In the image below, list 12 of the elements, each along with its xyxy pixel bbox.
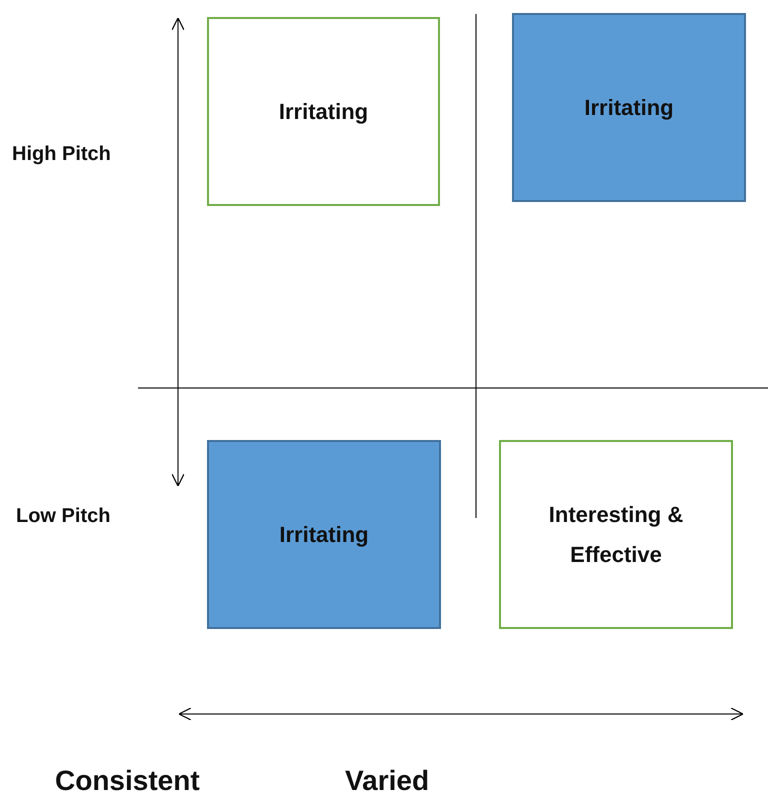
filled-quadrant-box	[512, 13, 746, 202]
quadrant-box	[499, 440, 733, 629]
axis-label: High Pitch	[12, 143, 111, 166]
axis-label: Low Pitch	[16, 505, 110, 528]
axis-label: Consistent	[55, 765, 200, 797]
quadrant-box	[207, 17, 440, 206]
quadrant-text: Interesting & Effective	[548, 500, 684, 568]
axis-label: Varied	[345, 765, 430, 797]
quadrant-text: Irritating	[279, 520, 369, 549]
filled-quadrant-box	[207, 440, 441, 629]
quadrant-text: Irritating	[278, 98, 368, 126]
quadrant-text: Irritating	[584, 94, 674, 122]
